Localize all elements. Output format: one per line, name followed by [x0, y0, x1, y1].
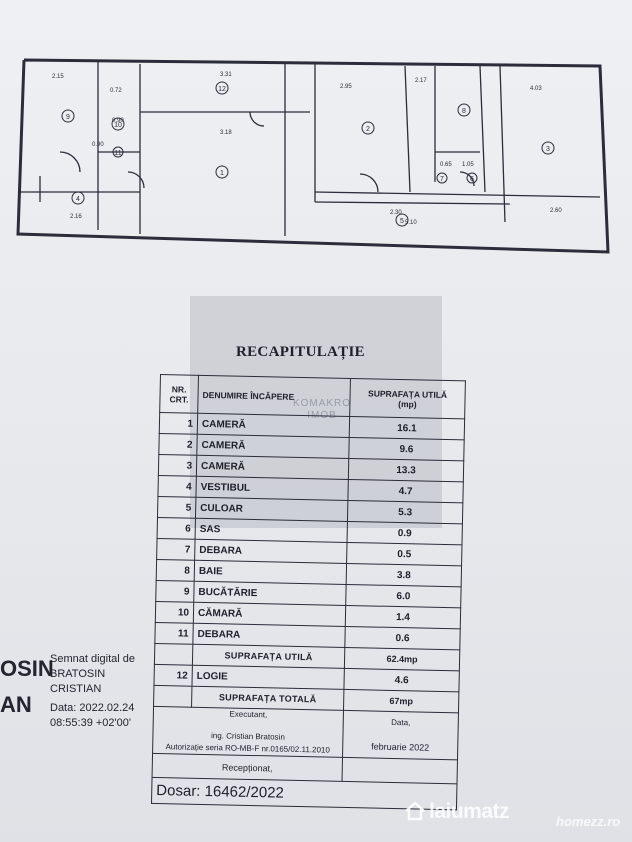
signature-large-1: OSIN [0, 656, 54, 681]
room-marker: 6 [470, 176, 474, 183]
room-marker: 1 [220, 170, 224, 177]
row-nr: 9 [155, 580, 195, 603]
row-area: 1.4 [345, 605, 461, 629]
room-marker: 4 [76, 196, 80, 203]
dim-label: 2.16 [70, 214, 82, 220]
dim-label: 2.17 [415, 78, 427, 84]
empty-cell [342, 757, 458, 784]
room-marker: 10 [114, 122, 122, 129]
dim-label: 0.72 [110, 88, 122, 94]
watermark-panel [190, 296, 442, 528]
signature-line: 08:55:39 +02'00' [50, 717, 131, 729]
row-area: 16.1 [349, 416, 465, 440]
row-nr: 11 [154, 622, 194, 645]
empty-cell [153, 685, 192, 708]
row-nr: 1 [159, 412, 198, 435]
dim-label: 3.18 [220, 130, 232, 136]
recap-table: NR. CRT. DENUMIRE ÎNCĂPERE SUPRAFAȚA UTI… [151, 374, 466, 810]
executant-cell: Executant, ing. Cristian Bratosin Autori… [152, 706, 344, 758]
row-area: 4.6 [343, 668, 460, 692]
row-nr: 8 [156, 559, 195, 582]
dim-label: 5.10 [405, 220, 417, 226]
empty-cell [154, 643, 193, 666]
row-nr: 7 [156, 538, 196, 561]
dim-label: 2.30 [390, 210, 402, 216]
row-area: 3.8 [346, 563, 462, 587]
row-nr: 5 [157, 496, 196, 519]
room-marker: 5 [400, 218, 404, 225]
table-header-row: NR. CRT. DENUMIRE ÎNCĂPERE SUPRAFAȚA UTI… [159, 374, 466, 419]
date-value: februarie 2022 [371, 741, 430, 753]
row-nr: 12 [153, 664, 193, 687]
row-nr: 6 [157, 517, 196, 540]
row-nr: 10 [155, 601, 194, 624]
room-marker: 11 [114, 150, 121, 157]
dim-label: 4.03 [530, 86, 542, 92]
row-nr: 3 [158, 454, 197, 477]
room-marker: 7 [440, 176, 444, 183]
row-area: 4.7 [347, 479, 464, 503]
floor-plan: 2.15 0.72 3.31 2.95 2.17 4.03 3.18 2.16 … [10, 52, 622, 262]
signature-line: CRISTIAN [50, 683, 102, 695]
header-nr: NR. CRT. [159, 374, 199, 414]
dim-label: 0.90 [112, 118, 124, 124]
header-name: DENUMIRE ÎNCĂPERE [197, 375, 351, 417]
room-marker: 9 [66, 114, 70, 121]
dim-label: 1.05 [462, 162, 474, 168]
signature-line: Data: 2022.02.24 [50, 702, 135, 714]
dim-label: 2.95 [340, 84, 352, 90]
laiumatz-text: laiumatz [429, 800, 510, 823]
laiumatz-logo: laiumatz [404, 800, 510, 824]
dim-label: 2.60 [550, 208, 562, 214]
dim-label: 0.90 [92, 142, 104, 148]
room-marker: 2 [366, 126, 370, 133]
row-nr: 4 [157, 475, 197, 498]
total-value: 67mp [343, 689, 459, 713]
executant-row: Executant, ing. Cristian Bratosin Autori… [152, 706, 459, 760]
room-marker: 8 [462, 108, 466, 115]
recap-title: RECAPITULAȚIE [236, 344, 365, 360]
row-area: 13.3 [348, 458, 464, 482]
dim-label: 2.15 [52, 74, 64, 80]
date-cell: Data, februarie 2022 [342, 710, 459, 760]
signature-large-2: AN [0, 692, 32, 717]
row-area: 6.0 [345, 584, 462, 608]
executant-label: Executant, [229, 709, 268, 720]
signature-line: Semnat digital de [50, 653, 135, 665]
row-area: 9.6 [348, 437, 465, 461]
util-value: 62.4mp [344, 647, 460, 671]
homezz-logo: homezz.ro [556, 814, 621, 829]
laiumatz-icon [405, 801, 425, 821]
row-area: 5.3 [347, 500, 463, 524]
floor-plan-drawing: 2.15 0.72 3.31 2.95 2.17 4.03 3.18 2.16 … [16, 58, 610, 254]
row-area: 0.6 [344, 626, 461, 650]
dim-label: 0.65 [440, 162, 452, 168]
header-area: SUPRAFAȚA UTILĂ (mp) [349, 378, 466, 419]
date-label: Data, [391, 717, 411, 728]
signature-line: BRATOSIN [50, 668, 106, 680]
row-area: 0.5 [346, 542, 462, 566]
row-area: 0.9 [347, 521, 463, 545]
room-marker: 3 [546, 146, 550, 153]
room-marker: 12 [218, 86, 226, 93]
dim-label: 3.31 [220, 72, 232, 78]
signature-block: Semnat digital de BRATOSIN CRISTIAN Data… [50, 652, 135, 731]
row-nr: 2 [158, 433, 198, 456]
